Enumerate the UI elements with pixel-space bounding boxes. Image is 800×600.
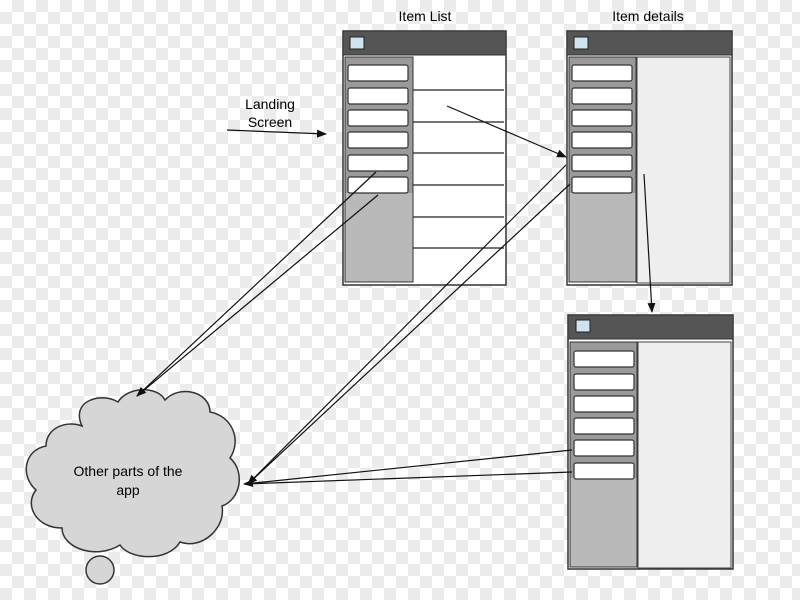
nav-button-2[interactable] — [347, 87, 409, 105]
item-list-heading: Item List — [399, 8, 452, 24]
item-details-heading: Item details — [612, 8, 684, 24]
nav-button-2[interactable] — [571, 87, 633, 105]
window-icon — [573, 36, 589, 50]
details-to-cloud-line — [247, 183, 571, 485]
cloud-label-line2: app — [116, 482, 140, 498]
nav-button-1[interactable] — [573, 350, 635, 368]
nav-button-4[interactable] — [571, 131, 633, 149]
content-pane — [637, 341, 732, 569]
third-to-cloud-arrow — [243, 449, 573, 488]
window-icon — [575, 319, 591, 333]
nav-button-3[interactable] — [571, 109, 633, 127]
list-to-cloud-line — [136, 194, 379, 397]
nav-button-1[interactable] — [347, 64, 409, 82]
nav-button-6[interactable] — [347, 176, 409, 194]
third-to-cloud-line — [243, 471, 573, 485]
sidebar-lower-panel — [570, 478, 637, 567]
nav-button-3[interactable] — [573, 395, 635, 413]
nav-button-2[interactable] — [573, 373, 635, 391]
landing-screen-label-line1: Landing — [245, 96, 295, 112]
details-content-pane — [636, 56, 731, 284]
window-icon — [349, 36, 365, 50]
list-to-details-arrow — [446, 105, 567, 158]
nav-button-4[interactable] — [347, 131, 409, 149]
landing-arrow — [226, 129, 327, 138]
nav-button-3[interactable] — [347, 109, 409, 127]
nav-button-6[interactable] — [571, 176, 633, 194]
window-title-bar — [566, 30, 733, 56]
nav-button-4[interactable] — [573, 417, 635, 435]
cloud-lobe — [85, 555, 115, 585]
details-to-cloud-arrow — [247, 164, 567, 485]
item-list-window — [342, 30, 507, 286]
nav-button-5[interactable] — [573, 439, 635, 457]
landing-screen-label-line2: Screen — [248, 114, 292, 130]
nav-button-1[interactable] — [571, 64, 633, 82]
details-to-third-arrow — [643, 173, 656, 313]
nav-button-5[interactable] — [571, 154, 633, 172]
cloud-label-line1: Other parts of the — [74, 463, 183, 479]
window-title-bar — [342, 30, 507, 56]
item-details-window — [566, 30, 733, 286]
third-window — [567, 314, 734, 570]
other-parts-cloud: Other parts of the app — [25, 389, 240, 585]
sidebar-lower-panel — [345, 193, 413, 282]
cloud-shape — [25, 389, 240, 558]
window-title-bar — [567, 314, 734, 340]
list-to-cloud-arrow — [136, 171, 377, 397]
nav-button-6[interactable] — [573, 462, 635, 480]
nav-button-5[interactable] — [347, 154, 409, 172]
sidebar-lower-panel — [569, 193, 636, 282]
arrows — [136, 105, 656, 488]
